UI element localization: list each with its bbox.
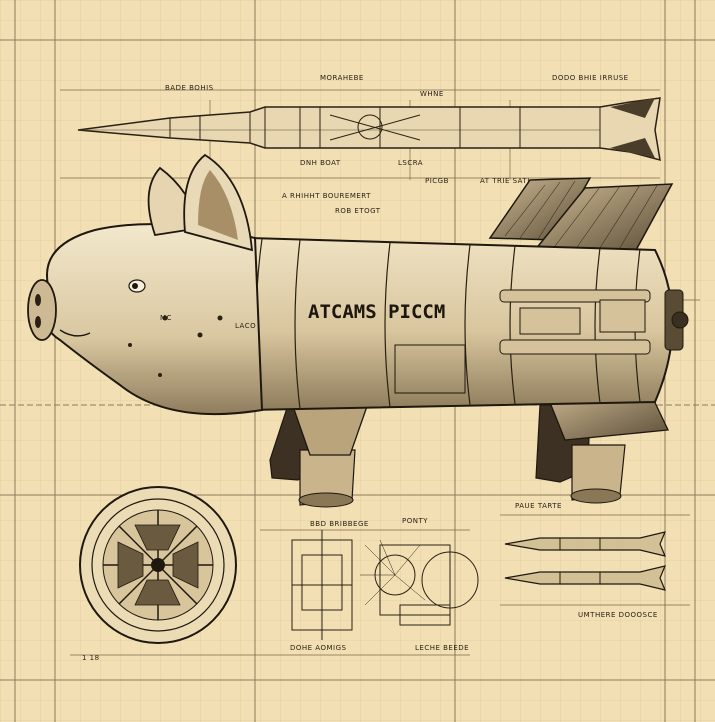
engine-detail [394, 289, 689, 394]
label-bottom-left-dim: 1 18 [82, 654, 100, 662]
label-center-note-small: ROB ETOGT [335, 207, 381, 215]
wheel-icon [79, 486, 237, 644]
small-missile-1 [504, 531, 667, 557]
body-lettering: ATCAMS PICCM [308, 301, 445, 323]
label-missile-under-1: DNH BOAT [300, 159, 341, 167]
pig-head-icon [27, 153, 264, 416]
label-lower-center: PONTY [402, 517, 428, 525]
top-fin-left [488, 177, 592, 241]
label-missile-under-3: PICGB [425, 177, 449, 185]
label-bottom-center-1: DOHE AOMIGS [290, 644, 347, 652]
label-side-mark: MC [160, 314, 172, 322]
label-side-mark-2: LACO [235, 322, 256, 330]
label-lower-left-note: BBD BRIBBEGE [310, 520, 369, 528]
label-center-note: A RHIHHT BOUREMERT [282, 192, 371, 200]
label-bottom-right: UMTHERE DOOOSCE [578, 611, 658, 619]
label-top-center-small: WHNE [420, 90, 444, 98]
label-missile-under-4: AT TRIE SATJ [480, 177, 530, 185]
label-lower-right: PAUE TARTE [515, 502, 562, 510]
label-top-right: DODO BHIE IRRUSE [552, 74, 629, 82]
missile-icon [77, 97, 661, 162]
label-top-center: MORAHEBE [320, 74, 364, 82]
label-missile-under-2: LSCRA [398, 159, 423, 167]
small-missile-2 [504, 565, 667, 591]
engine-schematic [291, 530, 479, 640]
pig-rocket: ATCAMS PICCM [27, 153, 689, 508]
label-bottom-center-2: LECHE BEEDE [415, 644, 469, 652]
label-top-left: BADE BOHIS [165, 84, 214, 92]
